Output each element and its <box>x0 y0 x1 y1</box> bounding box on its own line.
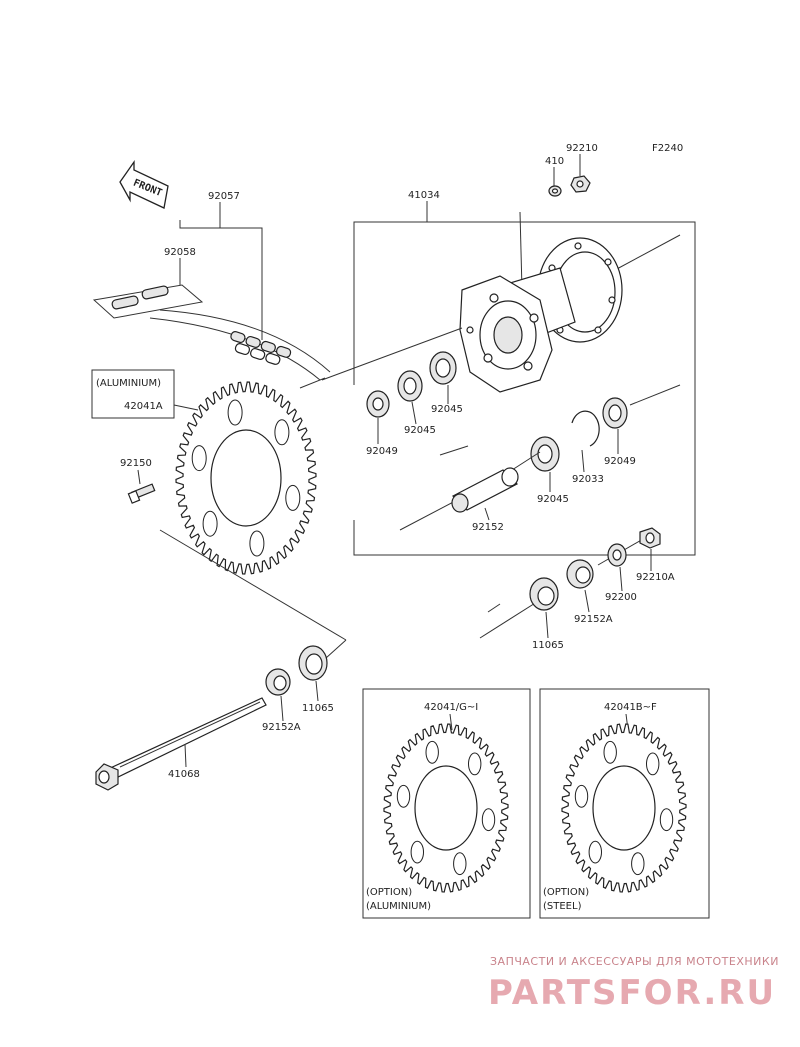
label-92152A-right: 92152A <box>574 614 613 625</box>
seal-11065-left <box>298 645 328 681</box>
label-92057: 92057 <box>208 191 240 202</box>
option-aluminium-line1: (OPTION) <box>366 887 412 898</box>
option-aluminium-part: 42041/G~I <box>424 702 478 713</box>
seal-11065-right <box>529 577 559 611</box>
sprocket-42041B-F <box>561 723 687 893</box>
label-92152: 92152 <box>472 522 504 533</box>
label-aluminium-tag: (ALUMINIUM) <box>96 378 161 389</box>
collar-92152A-right <box>566 559 594 589</box>
spacer-92152 <box>451 467 519 513</box>
label-92150: 92150 <box>120 458 152 469</box>
master-link-92058 <box>92 284 204 319</box>
collar-92152A-left <box>265 668 291 696</box>
label-92045-b: 92045 <box>404 425 436 436</box>
circlip-92033 <box>571 410 600 447</box>
axle-41068 <box>95 697 267 791</box>
label-41068: 41068 <box>168 769 200 780</box>
option-box-aluminium: 42041/G~I (OPTION) (ALUMINIUM) <box>362 688 531 919</box>
label-42041A: 42041A <box>124 401 163 412</box>
front-arrow-icon: FRONT <box>119 159 169 209</box>
washer-410 <box>548 185 562 197</box>
label-92049-right: 92049 <box>604 456 636 467</box>
option-steel-line1: (OPTION) <box>543 887 589 898</box>
bearing-92045-a <box>429 351 457 385</box>
watermark-brand: PARTSFOR.RU <box>488 973 776 1013</box>
label-92058: 92058 <box>164 247 196 258</box>
label-41034: 41034 <box>408 190 440 201</box>
nut-92210A <box>639 527 661 549</box>
bearing-92045-c <box>530 436 560 472</box>
washer-92200 <box>607 543 627 567</box>
nut-92210 <box>570 175 591 193</box>
option-steel-line2: (STEEL) <box>543 901 582 912</box>
label-92049-left: 92049 <box>366 446 398 457</box>
label-11065-right: 11065 <box>532 640 564 651</box>
sprocket-42041-G-I <box>383 723 509 893</box>
rear-hub-41034 <box>459 211 681 393</box>
option-steel-part: 42041B~F <box>604 702 657 713</box>
seal-92049-right <box>602 397 628 429</box>
label-92152A-left: 92152A <box>262 722 301 733</box>
seal-92049-left <box>366 390 390 418</box>
label-11065-left: 11065 <box>302 703 334 714</box>
label-92045-a: 92045 <box>431 404 463 415</box>
label-92210A: 92210A <box>636 572 675 583</box>
sprocket-42041A <box>175 381 317 575</box>
watermark-tagline: ЗАПЧАСТИ И АКСЕССУАРЫ ДЛЯ МОТОТЕХНИКИ <box>490 955 779 968</box>
label-92045-c: 92045 <box>537 494 569 505</box>
figure-code: F2240 <box>652 143 683 154</box>
label-92033: 92033 <box>572 474 604 485</box>
option-box-steel: 42041B~F (OPTION) (STEEL) <box>539 688 710 919</box>
label-92210: 92210 <box>566 143 598 154</box>
bolt-92150 <box>127 483 156 504</box>
label-410: 410 <box>545 156 564 167</box>
drive-chain-92057 <box>149 309 331 381</box>
label-92200: 92200 <box>605 592 637 603</box>
option-aluminium-line2: (ALUMINIUM) <box>366 901 431 912</box>
bearing-92045-b <box>397 370 423 402</box>
